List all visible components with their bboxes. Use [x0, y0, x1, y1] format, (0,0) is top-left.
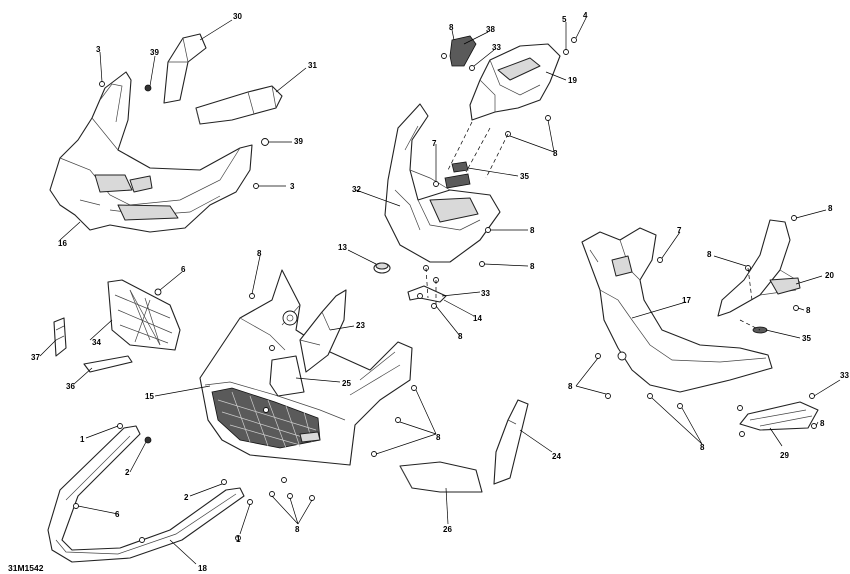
- part-16-front-fairing: [49, 71, 253, 233]
- callout-1-b: 1: [236, 535, 241, 544]
- callout-8-h: 8: [458, 332, 463, 341]
- callout-29: 29: [780, 451, 789, 460]
- callout-14: 14: [473, 314, 482, 323]
- part-36-strip: [83, 355, 133, 373]
- part-32-console: [384, 103, 501, 263]
- callout-16: 16: [58, 239, 67, 248]
- part-23-panel: [299, 289, 347, 373]
- callout-38: 38: [486, 25, 495, 34]
- diagram-id: 31M1542: [8, 563, 44, 573]
- callout-8-a: 8: [257, 249, 262, 258]
- callout-3-mid: 3: [290, 182, 295, 191]
- callout-3-top: 3: [96, 45, 101, 54]
- callout-33-mid: 33: [481, 289, 490, 298]
- callout-33-right: 33: [840, 371, 849, 380]
- part-17-footrest-panel: [581, 227, 773, 393]
- callout-30: 30: [233, 12, 242, 21]
- callout-26: 26: [443, 525, 452, 534]
- part-18-bumper-bar: [47, 425, 245, 563]
- callout-8-c: 8: [436, 433, 441, 442]
- callout-34: 34: [92, 338, 101, 347]
- callout-8-j: 8: [828, 204, 833, 213]
- callout-8-n: 8: [820, 419, 825, 428]
- callout-8-i: 8: [707, 250, 712, 259]
- part-29-step-plate: [739, 401, 819, 431]
- part-25-panel: [269, 355, 305, 397]
- part-38-latch: [449, 35, 477, 67]
- callout-2-b: 2: [184, 493, 189, 502]
- callout-8-e: 8: [553, 149, 558, 158]
- part-13-cap: [373, 262, 391, 274]
- callout-25: 25: [342, 379, 351, 388]
- callout-32: 32: [352, 185, 361, 194]
- leader-lines: [39, 17, 841, 565]
- part-37-bracket: [53, 317, 67, 357]
- callout-13: 13: [338, 243, 347, 252]
- part-20-side-trim: [717, 219, 801, 317]
- assembly-lines: [425, 121, 761, 331]
- callout-37: 37: [31, 353, 40, 362]
- callout-7-center: 7: [432, 139, 437, 148]
- part-19-upper-cover: [469, 43, 561, 121]
- callout-6-left: 6: [181, 265, 186, 274]
- callout-35-right: 35: [802, 334, 811, 343]
- callout-23: 23: [356, 321, 365, 330]
- callout-labels: 30 3 39 31 39 3 16 6 34 37 36 8 23 25 15…: [8, 11, 849, 573]
- callout-1-a: 1: [80, 435, 85, 444]
- callout-6-b: 6: [115, 510, 120, 519]
- callout-8-d: 8: [449, 23, 454, 32]
- callout-20: 20: [825, 271, 834, 280]
- callout-35-center: 35: [520, 172, 529, 181]
- callout-33-top: 33: [492, 43, 501, 52]
- part-14-clip: [407, 285, 447, 303]
- part-35-clip-center: [451, 161, 469, 173]
- part-30-panel: [163, 33, 207, 104]
- callout-39-mid: 39: [294, 137, 303, 146]
- callout-18: 18: [198, 564, 207, 573]
- callout-8-m: 8: [700, 443, 705, 452]
- callout-8-g: 8: [530, 262, 535, 271]
- callout-8-b: 8: [295, 525, 300, 534]
- part-24-panel: [493, 399, 529, 485]
- callout-5: 5: [562, 15, 567, 24]
- callout-8-l: 8: [568, 382, 573, 391]
- callout-2-a: 2: [125, 468, 130, 477]
- callout-39-top: 39: [150, 48, 159, 57]
- callout-31: 31: [308, 61, 317, 70]
- callout-24: 24: [552, 452, 561, 461]
- part-26-panel: [399, 461, 483, 493]
- part-31-trim: [195, 85, 283, 125]
- callout-8-k: 8: [806, 306, 811, 315]
- part-34-grille: [107, 279, 181, 351]
- callout-7-right: 7: [677, 226, 682, 235]
- callout-36: 36: [66, 382, 75, 391]
- callout-4: 4: [583, 11, 588, 20]
- callout-15: 15: [145, 392, 154, 401]
- callout-8-f: 8: [530, 226, 535, 235]
- callout-19: 19: [568, 76, 577, 85]
- callout-17: 17: [682, 296, 691, 305]
- fasteners: [73, 37, 817, 543]
